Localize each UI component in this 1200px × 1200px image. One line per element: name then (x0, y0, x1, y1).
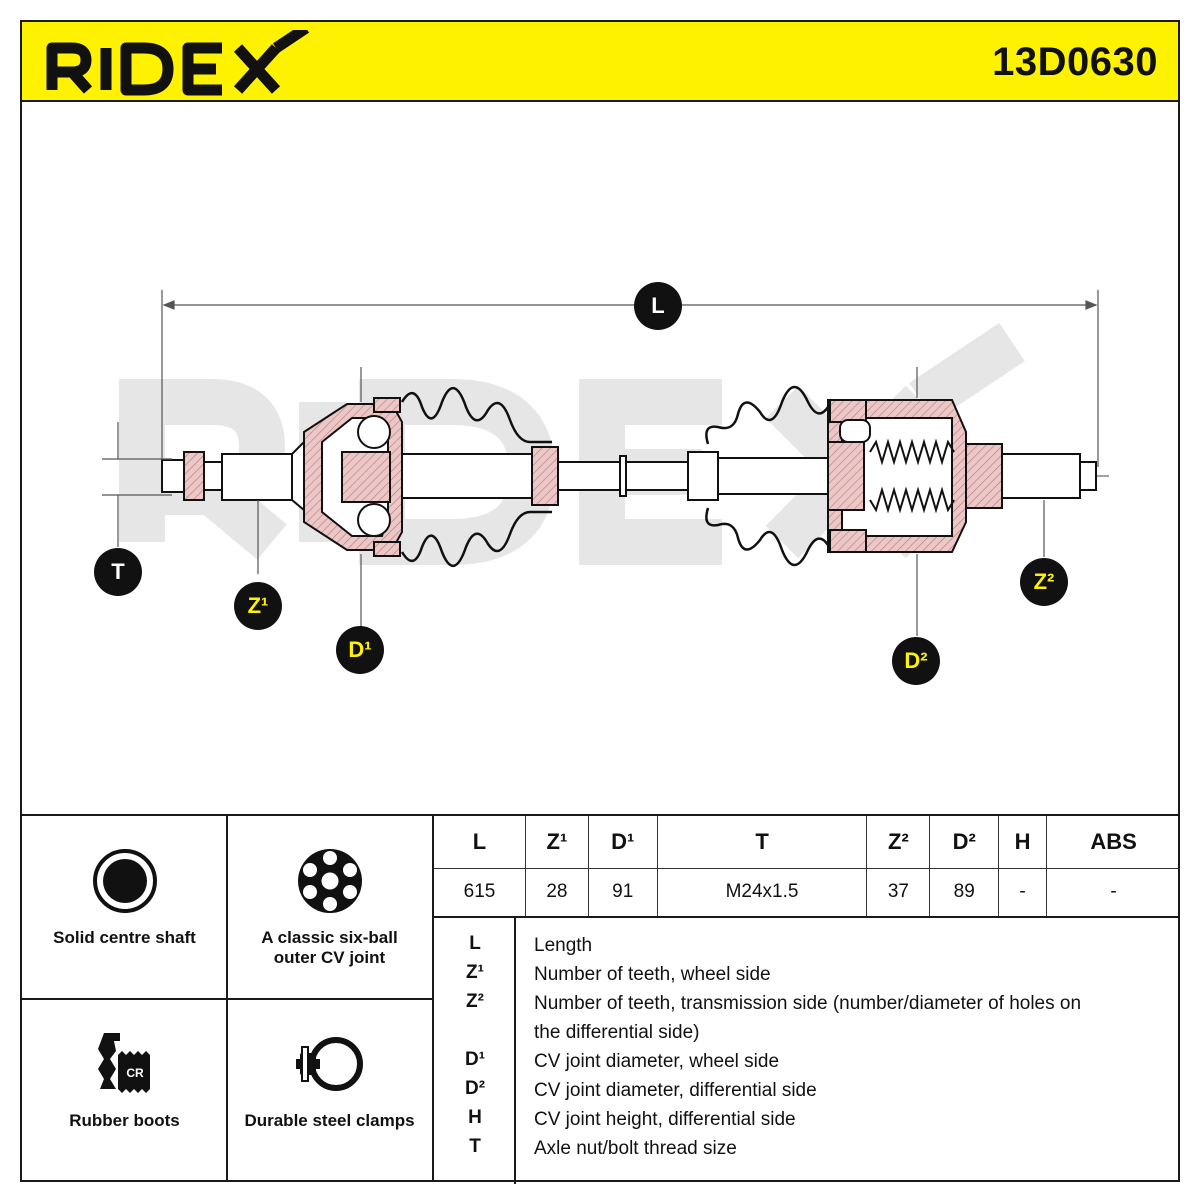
wheel-stub (161, 439, 305, 513)
spec-value-L: 615 (434, 867, 526, 917)
driveshaft-svg (102, 290, 1112, 636)
feature-label: Solid centre shaft (53, 928, 196, 947)
legend-desc: Axle nut/bolt thread size (534, 1138, 737, 1159)
cr-boot-icon: CR (94, 1029, 156, 1099)
clamp-icon (294, 1029, 366, 1099)
spec-header-row: L Z¹ D¹ T Z² D² H ABS (434, 816, 1180, 869)
legend-key: H (468, 1107, 482, 1128)
spec-header-D2: D² (929, 816, 1000, 869)
badge-L: L (634, 282, 682, 330)
badge-Z1: Z¹ (234, 582, 282, 630)
info-section: Solid centre shaft (22, 814, 1180, 1184)
spec-value-H: - (998, 867, 1048, 917)
spec-value-Z1: 28 (524, 867, 589, 917)
spec-header-H: H (998, 816, 1048, 869)
feature-label: A classic six-ball outer CV joint (261, 928, 398, 967)
legend: L Length Z¹ Number of teeth, wheel side … (434, 916, 1180, 1184)
feature-steel-clamps: Durable steel clamps (227, 999, 432, 1182)
legend-desc: CV joint diameter, differential side (534, 1080, 817, 1101)
spec-value-D1: 91 (587, 867, 658, 917)
legend-desc: Length (534, 935, 593, 956)
legend-key: T (469, 1136, 481, 1157)
spec-header-D1: D¹ (587, 816, 658, 869)
features-grid: Solid centre shaft (22, 816, 432, 1182)
six-ball-joint-icon (295, 846, 365, 916)
feature-label: Rubber boots (69, 1111, 180, 1130)
svg-text:CR: CR (126, 1066, 144, 1080)
legend-desc: Number of teeth, wheel side (534, 964, 771, 985)
wheel-boot (400, 387, 552, 567)
badge-Z2: Z² (1020, 558, 1068, 606)
legend-key: L (469, 933, 481, 954)
legend-desc: CV joint diameter, wheel side (534, 1051, 780, 1072)
centre-shaft (401, 446, 829, 506)
legend-key: D² (464, 1078, 486, 1099)
spec-value-D2: 89 (929, 867, 1000, 917)
grid-divider (22, 998, 432, 1000)
spec-value-T: M24x1.5 (656, 867, 868, 917)
header-bar: 13D0630 (22, 22, 1178, 102)
legend-key: D¹ (464, 1049, 486, 1070)
spec-value-Z2: 37 (866, 867, 931, 917)
legend-desc: Number of teeth, transmission side (numb… (534, 993, 1082, 1043)
feature-solid-shaft: Solid centre shaft (22, 816, 227, 999)
driveshaft-drawing: L T Z¹ D¹ D² Z² (22, 102, 1178, 814)
spec-header-Z1: Z¹ (524, 816, 589, 869)
legend-desc: CV joint height, differential side (534, 1109, 796, 1130)
badge-D2: D² (892, 637, 940, 685)
datasheet-frame: 13D0630 (20, 20, 1180, 1184)
legend-key: Z¹ (466, 962, 484, 983)
dimension-L (161, 290, 1099, 467)
inner-cv-joint (827, 399, 1097, 553)
legend-keys-column (434, 918, 516, 1184)
brand-logo (44, 23, 314, 96)
inner-boot (705, 385, 830, 567)
spec-header-ABS: ABS (1046, 816, 1180, 869)
spec-header-T: T (656, 816, 868, 869)
feature-rubber-boots: CR Rubber boots (22, 999, 227, 1182)
feature-label: Durable steel clamps (244, 1111, 415, 1130)
spec-table: L Z¹ D¹ T Z² D² H ABS 615 28 91 M24x1.5 … (434, 816, 1180, 917)
badge-D1: D¹ (336, 626, 384, 674)
solid-circle-icon (92, 846, 158, 916)
spec-value-ABS: - (1046, 867, 1180, 917)
feature-six-ball-joint: A classic six-ball outer CV joint (227, 816, 432, 999)
badge-T: T (94, 548, 142, 596)
legend-key: Z² (466, 991, 484, 1012)
part-number: 13D0630 (992, 40, 1158, 84)
spec-value-row: 615 28 91 M24x1.5 37 89 - - (434, 867, 1180, 917)
dimension-T (102, 422, 172, 547)
spec-header-Z2: Z² (866, 816, 931, 869)
outer-cv-joint (303, 397, 403, 557)
spec-header-L: L (434, 816, 526, 869)
specifications: L Z¹ D¹ T Z² D² H ABS 615 28 91 M24x1.5 … (432, 816, 1180, 1184)
